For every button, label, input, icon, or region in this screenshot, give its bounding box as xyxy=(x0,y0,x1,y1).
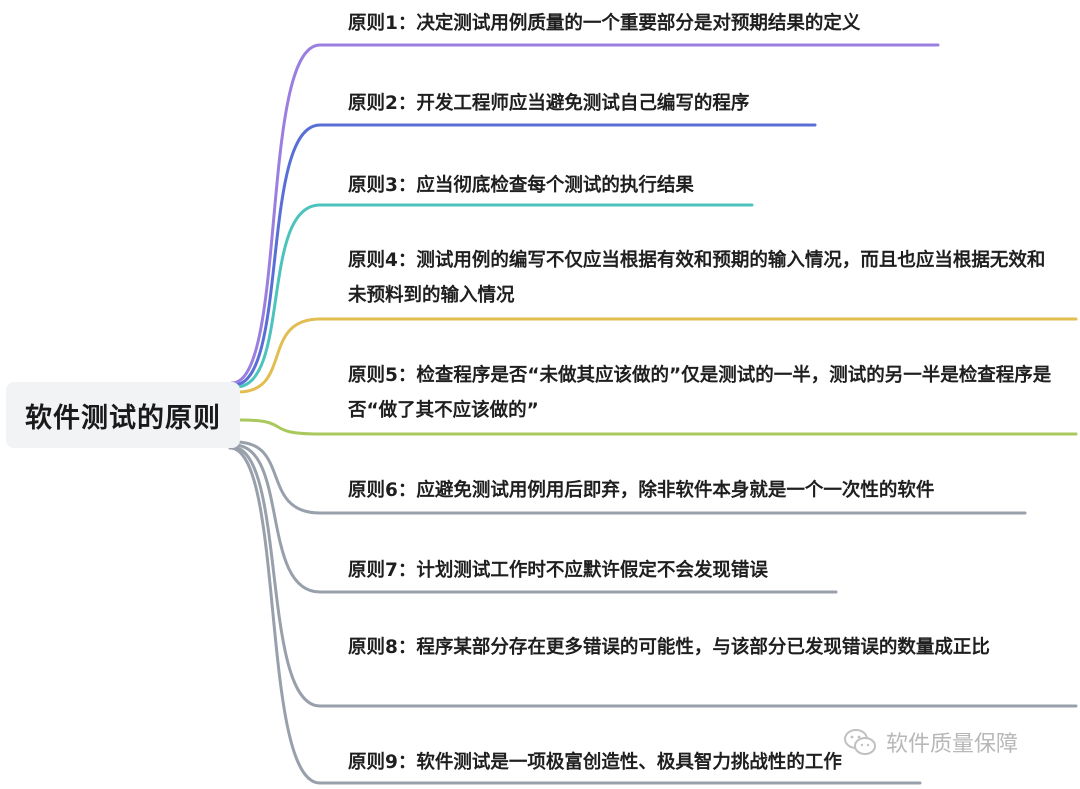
branch-node-7[interactable]: 原则7：计划测试工作时不应默许假定不会发现错误 xyxy=(348,560,768,581)
branch-node-4[interactable]: 原则4：测试用例的编写不仅应当根据有效和预期的输入情况，而且也应当根据无效和未预… xyxy=(348,250,1046,306)
branch-line-4 xyxy=(236,317,1078,394)
branch-line-6 xyxy=(234,440,1027,515)
root-node-label: 软件测试的原则 xyxy=(25,402,221,434)
root-node[interactable]: 软件测试的原则 xyxy=(6,382,240,448)
branch-node-9[interactable]: 原则9：软件测试是一项极富创造性、极具智力挑战性的工作 xyxy=(348,752,842,773)
watermark-text: 软件质量保障 xyxy=(886,732,1019,757)
branch-line-3 xyxy=(234,203,754,389)
watermark: 软件质量保障 xyxy=(842,724,1018,760)
branch-line-8 xyxy=(230,445,1078,708)
branch-line-1 xyxy=(230,43,940,385)
branch-node-3[interactable]: 原则3：应当彻底检查每个测试的执行结果 xyxy=(348,175,694,196)
branch-node-6[interactable]: 原则6：应避免测试用例用后即弃，除非软件本身就是一个一次性的软件 xyxy=(348,480,935,501)
wechat-icon xyxy=(844,729,876,755)
branch-node-2[interactable]: 原则2：开发工程师应当避免测试自己编写的程序 xyxy=(348,93,750,114)
branch-line-7 xyxy=(232,443,838,594)
branch-node-5[interactable]: 原则5：检查程序是否“未做其应该做的”仅是测试的一半，测试的另一半是检查程序是否… xyxy=(348,365,1052,421)
branch-line-9 xyxy=(228,446,922,785)
branch-line-2 xyxy=(232,123,817,387)
branch-node-1[interactable]: 原则1：决定测试用例质量的一个重要部分是对预期结果的定义 xyxy=(348,13,861,34)
branch-node-8[interactable]: 原则8：程序某部分存在更多错误的可能性，与该部分已发现错误的数量成正比 xyxy=(348,637,990,658)
branch-line-5 xyxy=(238,418,1078,436)
